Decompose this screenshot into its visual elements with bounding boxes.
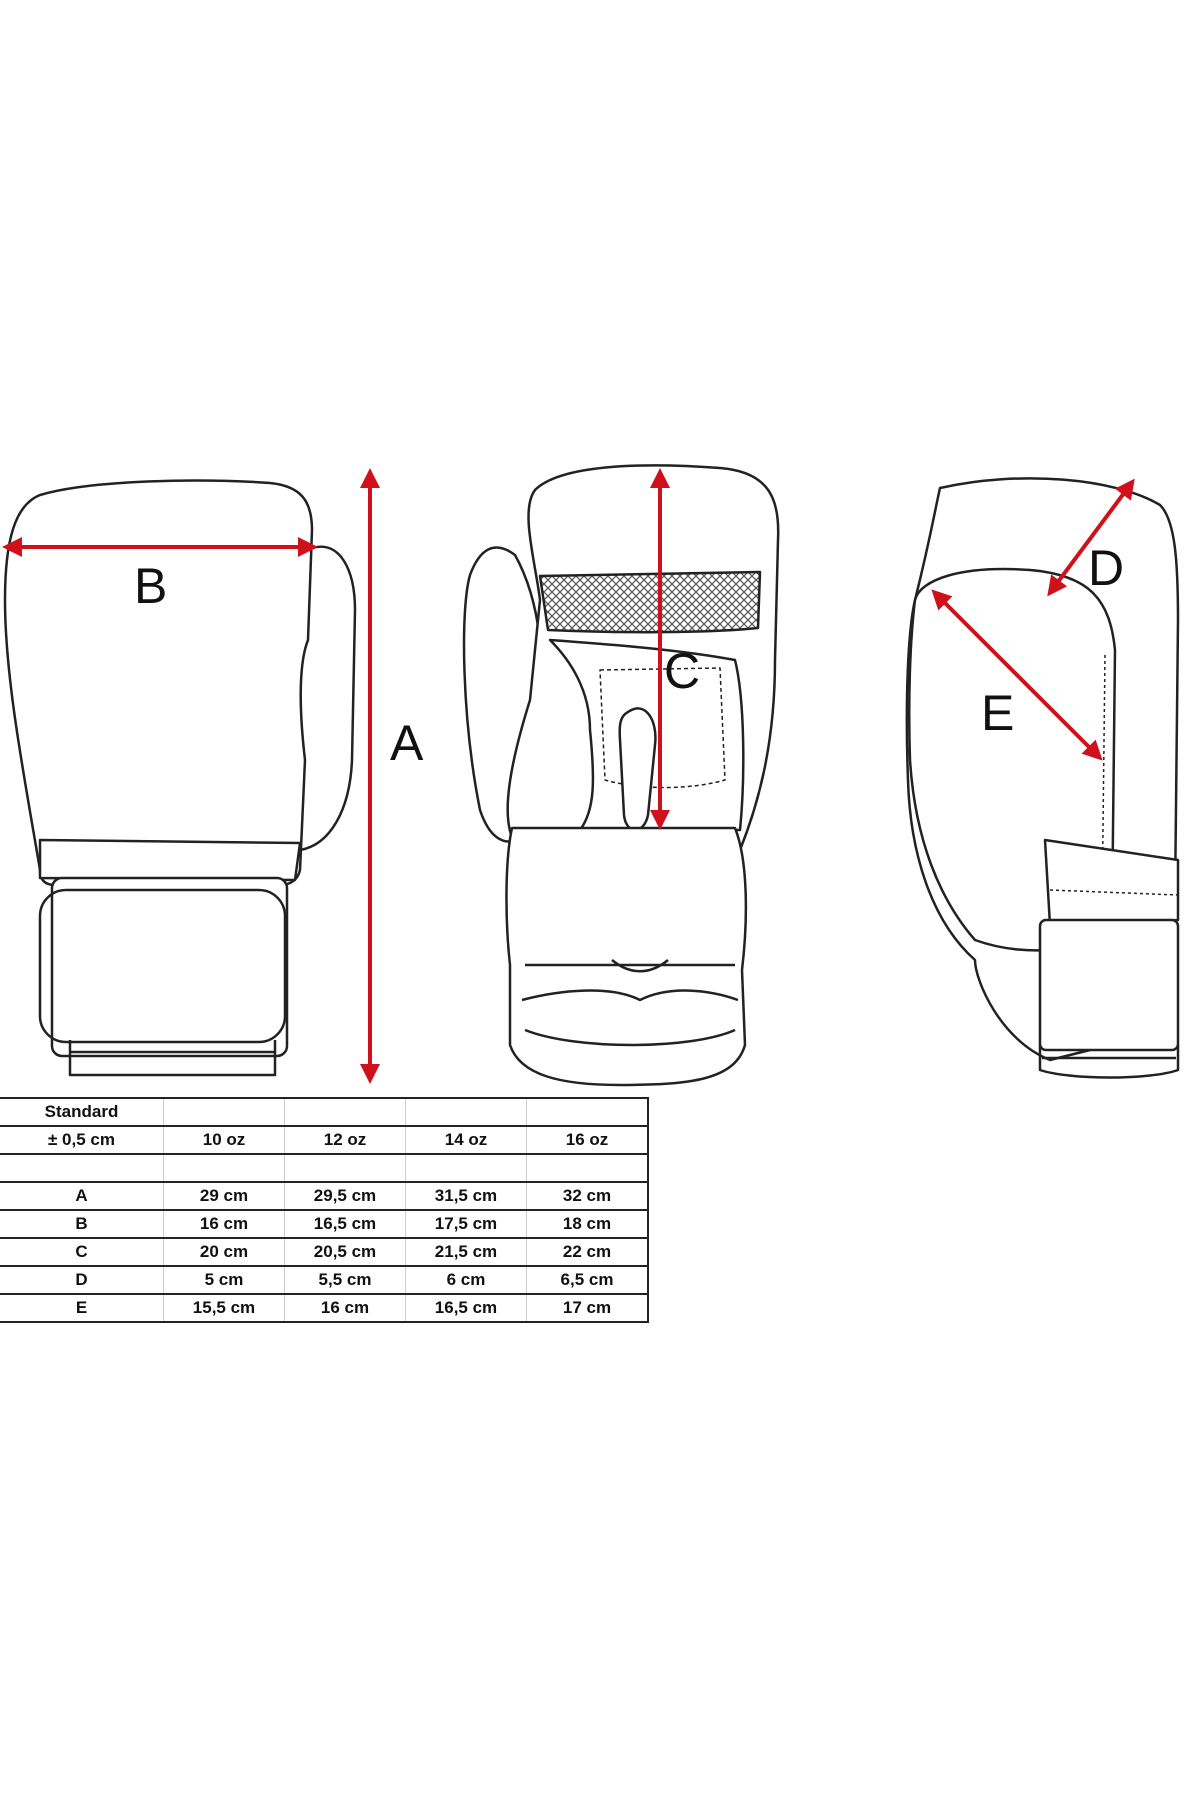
table-cell: E bbox=[0, 1293, 164, 1323]
table-cell bbox=[163, 1097, 285, 1127]
table-cell: 17,5 cm bbox=[405, 1209, 527, 1239]
dimension-label-e: E bbox=[981, 685, 1014, 741]
dimension-label-b: B bbox=[134, 558, 167, 614]
table-cell: D bbox=[0, 1265, 164, 1295]
table-cell bbox=[526, 1097, 649, 1127]
table-cell: 15,5 cm bbox=[163, 1293, 285, 1323]
table-cell bbox=[163, 1153, 285, 1183]
glove-back-view bbox=[3, 479, 357, 1077]
table-cell: 22 cm bbox=[526, 1237, 649, 1267]
table-cell: 29 cm bbox=[163, 1181, 285, 1211]
glove-side-view bbox=[905, 477, 1180, 1079]
table-cell: 16 oz bbox=[526, 1125, 649, 1155]
table-row: D 5 cm 5,5 cm 6 cm 6,5 cm bbox=[0, 1265, 649, 1295]
table-cell: 6,5 cm bbox=[526, 1265, 649, 1295]
table-row: C 20 cm 20,5 cm 21,5 cm 22 cm bbox=[0, 1237, 649, 1267]
table-cell: C bbox=[0, 1237, 164, 1267]
glove-side-wrist bbox=[1043, 838, 1180, 927]
table-header-row: ± 0,5 cm 10 oz 12 oz 14 oz 16 oz bbox=[0, 1125, 649, 1155]
table-cell bbox=[0, 1153, 164, 1183]
table-cell: 16 cm bbox=[163, 1209, 285, 1239]
table-row: B 16 cm 16,5 cm 17,5 cm 18 cm bbox=[0, 1209, 649, 1239]
table-cell: 6 cm bbox=[405, 1265, 527, 1295]
table-cell bbox=[284, 1153, 406, 1183]
table-cell: 31,5 cm bbox=[405, 1181, 527, 1211]
arrow-e bbox=[931, 589, 1103, 761]
dimension-arrows bbox=[2, 468, 1135, 1084]
glove-palm-mesh bbox=[538, 570, 762, 634]
glove-back-cuff-band bbox=[38, 838, 302, 882]
table-cell: 16,5 cm bbox=[405, 1293, 527, 1323]
table-cell: 16,5 cm bbox=[284, 1209, 406, 1239]
table-cell: 29,5 cm bbox=[284, 1181, 406, 1211]
table-cell: 18 cm bbox=[526, 1209, 649, 1239]
table-cell: 32 cm bbox=[526, 1181, 649, 1211]
table-cell: 16 cm bbox=[284, 1293, 406, 1323]
table-cell: 12 oz bbox=[284, 1125, 406, 1155]
table-header-row: Standard bbox=[0, 1097, 649, 1127]
glove-palm-strap bbox=[505, 826, 748, 1087]
table-cell: 21,5 cm bbox=[405, 1237, 527, 1267]
glove-back-body bbox=[3, 479, 314, 887]
table-cell: ± 0,5 cm bbox=[0, 1125, 164, 1155]
table-spacer-row bbox=[0, 1153, 649, 1183]
dimension-label-c: C bbox=[664, 643, 700, 699]
size-table: Standard ± 0,5 cm 10 oz 12 oz 14 oz 16 o… bbox=[0, 1097, 649, 1323]
table-cell bbox=[405, 1153, 527, 1183]
table-cell: 5 cm bbox=[163, 1265, 285, 1295]
glove-side-strap bbox=[1038, 918, 1180, 1052]
table-cell: 14 oz bbox=[405, 1125, 527, 1155]
table-cell: 20,5 cm bbox=[284, 1237, 406, 1267]
table-cell bbox=[526, 1153, 649, 1183]
table-cell: 5,5 cm bbox=[284, 1265, 406, 1295]
dimension-label-d: D bbox=[1088, 540, 1124, 596]
table-cell: B bbox=[0, 1209, 164, 1239]
glove-palm-view bbox=[462, 464, 780, 1087]
table-cell: 20 cm bbox=[163, 1237, 285, 1267]
glove-back-strap bbox=[50, 876, 289, 1058]
dimension-label-a: A bbox=[390, 715, 424, 771]
table-cell bbox=[405, 1097, 527, 1127]
table-cell: 10 oz bbox=[163, 1125, 285, 1155]
table-row: A 29 cm 29,5 cm 31,5 cm 32 cm bbox=[0, 1181, 649, 1211]
table-cell: A bbox=[0, 1181, 164, 1211]
arrow-d bbox=[1047, 478, 1135, 597]
table-row: E 15,5 cm 16 cm 16,5 cm 17 cm bbox=[0, 1293, 649, 1323]
table-cell: Standard bbox=[0, 1097, 164, 1127]
table-cell: 17 cm bbox=[526, 1293, 649, 1323]
table-cell bbox=[284, 1097, 406, 1127]
